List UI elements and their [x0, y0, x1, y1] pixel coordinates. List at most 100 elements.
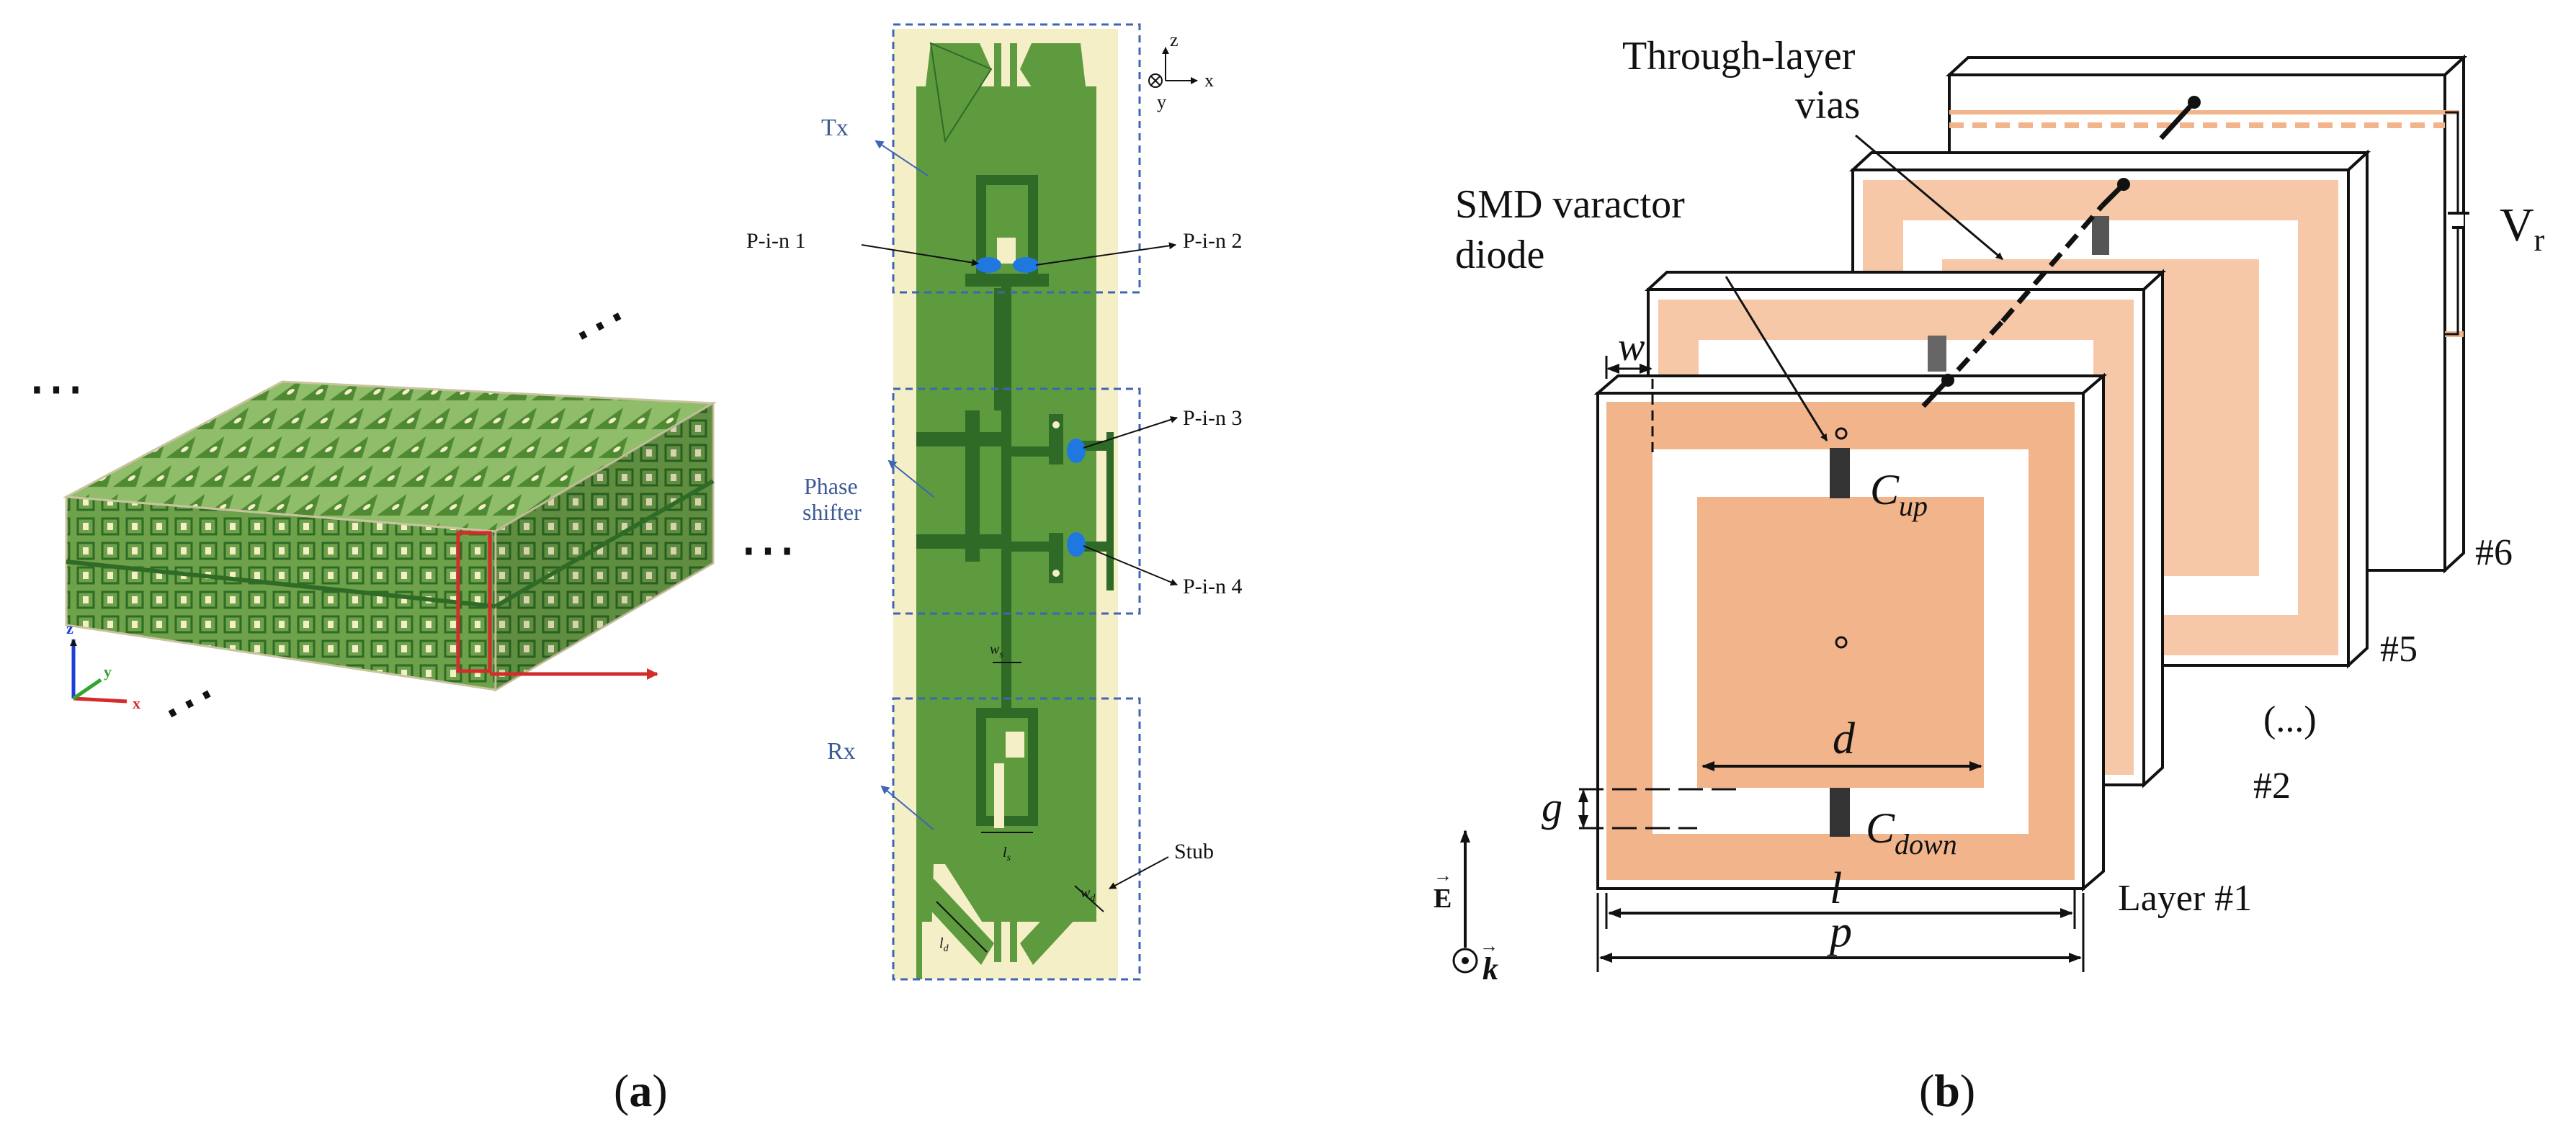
smd-leader	[1725, 276, 1828, 441]
ps-pad-top	[1049, 414, 1063, 464]
layer5-label: #5	[2380, 629, 2418, 670]
tx-patch-right	[1020, 43, 1092, 141]
via-dot-2	[2117, 178, 2130, 191]
rx-loop	[976, 708, 1038, 826]
feed-branch-upper	[994, 288, 1006, 410]
g-label: g	[1542, 783, 1562, 830]
ps-bias-top	[1078, 441, 1112, 451]
e-field-label: E	[1434, 884, 1452, 914]
ps-pad-bot	[1049, 533, 1063, 583]
p-label: p	[1827, 907, 1852, 956]
diode-pin2	[1013, 257, 1039, 273]
pin2-leader	[1035, 242, 1176, 266]
ps-bias-bot	[1078, 542, 1112, 552]
wd-dim-line	[1074, 885, 1104, 912]
pin4-leader	[1083, 545, 1178, 586]
ps-arm-top	[1011, 446, 1059, 457]
ld-dim-line	[936, 901, 988, 953]
wd-label: wd	[1081, 885, 1096, 904]
cell-axis-z-label: z	[1170, 30, 1179, 50]
diode-pin4	[1067, 532, 1086, 557]
unit-cell: ws ls ld wd z x y	[892, 23, 1214, 981]
l-label: l	[1830, 864, 1842, 913]
axis-y-line	[72, 678, 102, 701]
phase-label-line2: shifter	[802, 499, 862, 525]
varactor-down	[1830, 788, 1850, 837]
k-vector-circle	[1452, 948, 1478, 974]
axis-triad: z x y	[66, 619, 140, 712]
w-label: w	[1618, 325, 1645, 369]
highlight-cell-box	[456, 531, 492, 673]
tx-pad	[997, 238, 1016, 264]
caption-b: (b)	[1919, 1065, 1975, 1116]
varactor-up	[1830, 448, 1850, 498]
layer6-label: #6	[2475, 532, 2513, 573]
diode-pin1	[975, 257, 1001, 273]
layer1-side-edge	[2082, 372, 2105, 892]
pin1-leader	[861, 244, 979, 266]
via-segment-2	[1956, 319, 2005, 372]
c-down-label: Cdown	[1866, 804, 1957, 861]
rx-feed-right	[1010, 861, 1017, 962]
layer5-top-edge	[1848, 151, 2371, 171]
k-vector-dot	[1462, 957, 1469, 964]
axis-x-line	[73, 696, 128, 704]
c-up-label: Cup	[1870, 466, 1928, 522]
pin1-label: P-i-n 1	[746, 229, 806, 253]
layer1-label: Layer #1	[2118, 878, 2252, 919]
via-top-dot	[1835, 427, 1848, 440]
layer2-label: #2	[2253, 765, 2291, 807]
ellipsis-bottom: ⋯	[149, 662, 230, 745]
layer-1	[1593, 372, 2108, 892]
layer1-inner-patch	[1697, 497, 1984, 788]
stub-leader	[1109, 856, 1169, 889]
ellipsis-top: ⋯	[560, 284, 640, 367]
through-layer-leader	[1855, 134, 2003, 261]
ps-link-top	[977, 432, 1006, 446]
diode-pin3	[1067, 439, 1086, 463]
tx-leader	[875, 140, 929, 176]
array-3d	[62, 380, 717, 692]
layer2-side-edge	[2142, 269, 2164, 789]
layer-stack	[1593, 54, 2468, 892]
via-segment-1	[1921, 381, 1947, 408]
rx-pad	[1006, 732, 1024, 758]
via-bot	[1052, 570, 1060, 577]
through-layer-label-line2: vias	[1795, 83, 1860, 127]
array-side-shade	[496, 403, 713, 690]
layer6-top-edge	[1945, 56, 2468, 76]
array-side-face	[494, 401, 715, 692]
layer2-top-edge	[1644, 271, 2167, 291]
cell-axis-y-circle	[1148, 73, 1163, 88]
ellipsis-label: (...)	[2263, 699, 2317, 740]
rx-feed-left	[994, 861, 1001, 962]
tx-label: Tx	[821, 114, 849, 141]
layer2-varactor	[1928, 336, 1946, 372]
smd-label-line1: SMD varactor	[1455, 182, 1685, 227]
cell-axis-y-label: y	[1157, 91, 1166, 112]
ld-label: ld	[939, 935, 949, 954]
rx-slot	[994, 763, 1004, 828]
rx-region-box	[892, 697, 1141, 981]
phase-label-line1: Phase	[804, 473, 858, 499]
axis-x-label: x	[133, 694, 140, 712]
axis-y-label: y	[104, 662, 112, 680]
array-seam-side	[494, 479, 715, 608]
phase-leader	[887, 459, 934, 498]
phase-shifter-region-box	[892, 387, 1141, 615]
cell-axis-x-label: x	[1204, 70, 1214, 91]
k-vector-vec: →	[1480, 935, 1498, 956]
array-seam-front	[66, 560, 496, 608]
ws-label: ws	[990, 642, 1003, 660]
rx-bar-left	[916, 863, 922, 979]
e-field-vec: →	[1434, 865, 1452, 886]
tx-region-box	[892, 23, 1141, 294]
via-segment-3	[2000, 204, 2104, 323]
ps-vertical-left	[965, 410, 980, 562]
ps-link-bot	[977, 534, 1006, 549]
axis-z-label: z	[66, 619, 73, 637]
ps-bias-line	[1106, 432, 1114, 590]
vr-label: Vr	[2500, 199, 2545, 258]
